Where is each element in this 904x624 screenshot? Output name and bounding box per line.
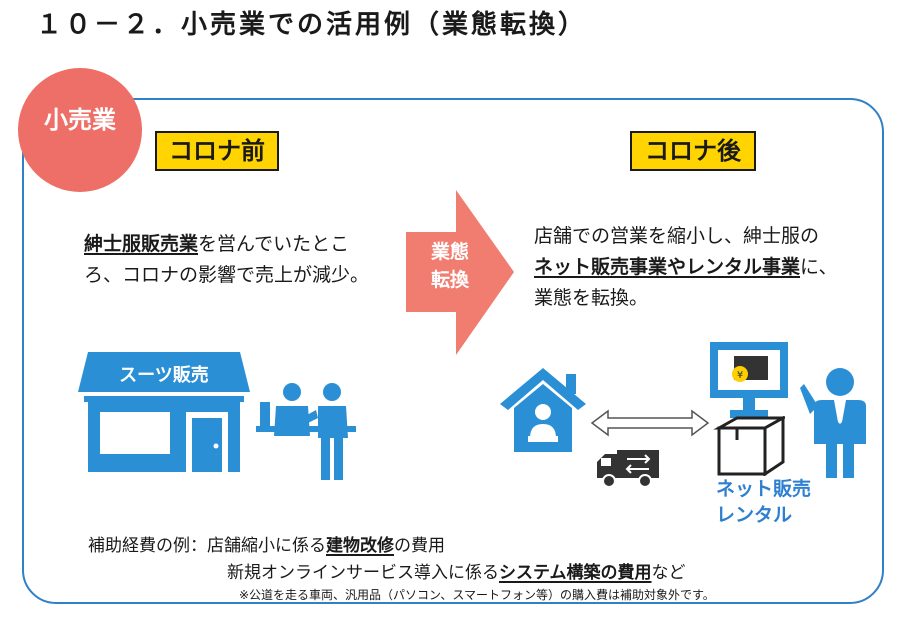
svg-text:¥: ¥ xyxy=(737,370,743,381)
shipping-box-icon xyxy=(713,416,785,476)
double-arrow-icon xyxy=(590,409,710,437)
subsidy-examples: 補助経費の例：店舗縮小に係る建物改修の費用 新規オンラインサービス導入に係るシス… xyxy=(88,533,686,587)
online-business-label: ネット販売 レンタル xyxy=(716,476,826,528)
before-line2: ろ、コロナの影響で売上が減少。 xyxy=(84,264,370,286)
after-line2-rest: に、 xyxy=(800,256,838,278)
conversion-line2: 転換 xyxy=(430,269,469,291)
examples-prefix: 補助経費の例：店舗縮小に係る xyxy=(88,536,326,556)
before-corona-label: コロナ前 xyxy=(155,131,279,171)
after-business-highlight: ネット販売事業やレンタル事業 xyxy=(534,256,801,278)
shop-icon xyxy=(78,352,250,472)
examples-highlight-renovation: 建物改修 xyxy=(326,536,394,556)
examples-line2-prefix: 新規オンラインサービス導入に係る xyxy=(227,563,499,583)
industry-badge-label: 小売業 xyxy=(44,105,116,134)
after-description: 店舗での営業を縮小し、紳士服の ネット販売事業やレンタル事業に、 業態を転換。 xyxy=(534,221,837,314)
after-corona-label: コロナ後 xyxy=(630,131,756,171)
clerk-customer-icon xyxy=(256,383,356,480)
online-label-line1: ネット販売 xyxy=(716,478,812,500)
after-line1: 店舗での営業を縮小し、紳士服の xyxy=(534,225,820,247)
conversion-arrow-icon xyxy=(406,190,514,355)
industry-badge: 小売業 xyxy=(18,68,142,192)
online-label-line2: レンタル xyxy=(716,504,793,526)
examples-rest1: の費用 xyxy=(394,536,445,556)
conversion-line1: 業態 xyxy=(430,241,469,263)
online-payment-monitor-icon: ¥ xyxy=(710,342,788,418)
page-title: １０－２．小売業での活用例（業態転換） xyxy=(36,10,588,40)
before-business-highlight: 紳士服販売業 xyxy=(84,233,199,255)
after-line3: 業態を転換。 xyxy=(534,287,649,309)
conversion-arrow-label: 業態 転換 xyxy=(418,238,482,294)
before-line1-rest: を営んでいたとこ xyxy=(198,233,350,255)
before-description: 紳士服販売業を営んでいたとこ ろ、コロナの影響で売上が減少。 xyxy=(84,229,369,291)
exclusion-note: ※公道を走る車両、汎用品（パソコン、スマートフォン等）の購入費は補助対象外です。 xyxy=(239,588,715,602)
examples-highlight-system: システム構築の費用 xyxy=(499,563,652,583)
shop-sign: スーツ販売 xyxy=(119,365,209,386)
home-worker-icon xyxy=(500,368,586,452)
examples-rest2: など xyxy=(651,563,686,583)
delivery-truck-icon xyxy=(597,450,659,488)
businessman-icon xyxy=(800,368,866,478)
